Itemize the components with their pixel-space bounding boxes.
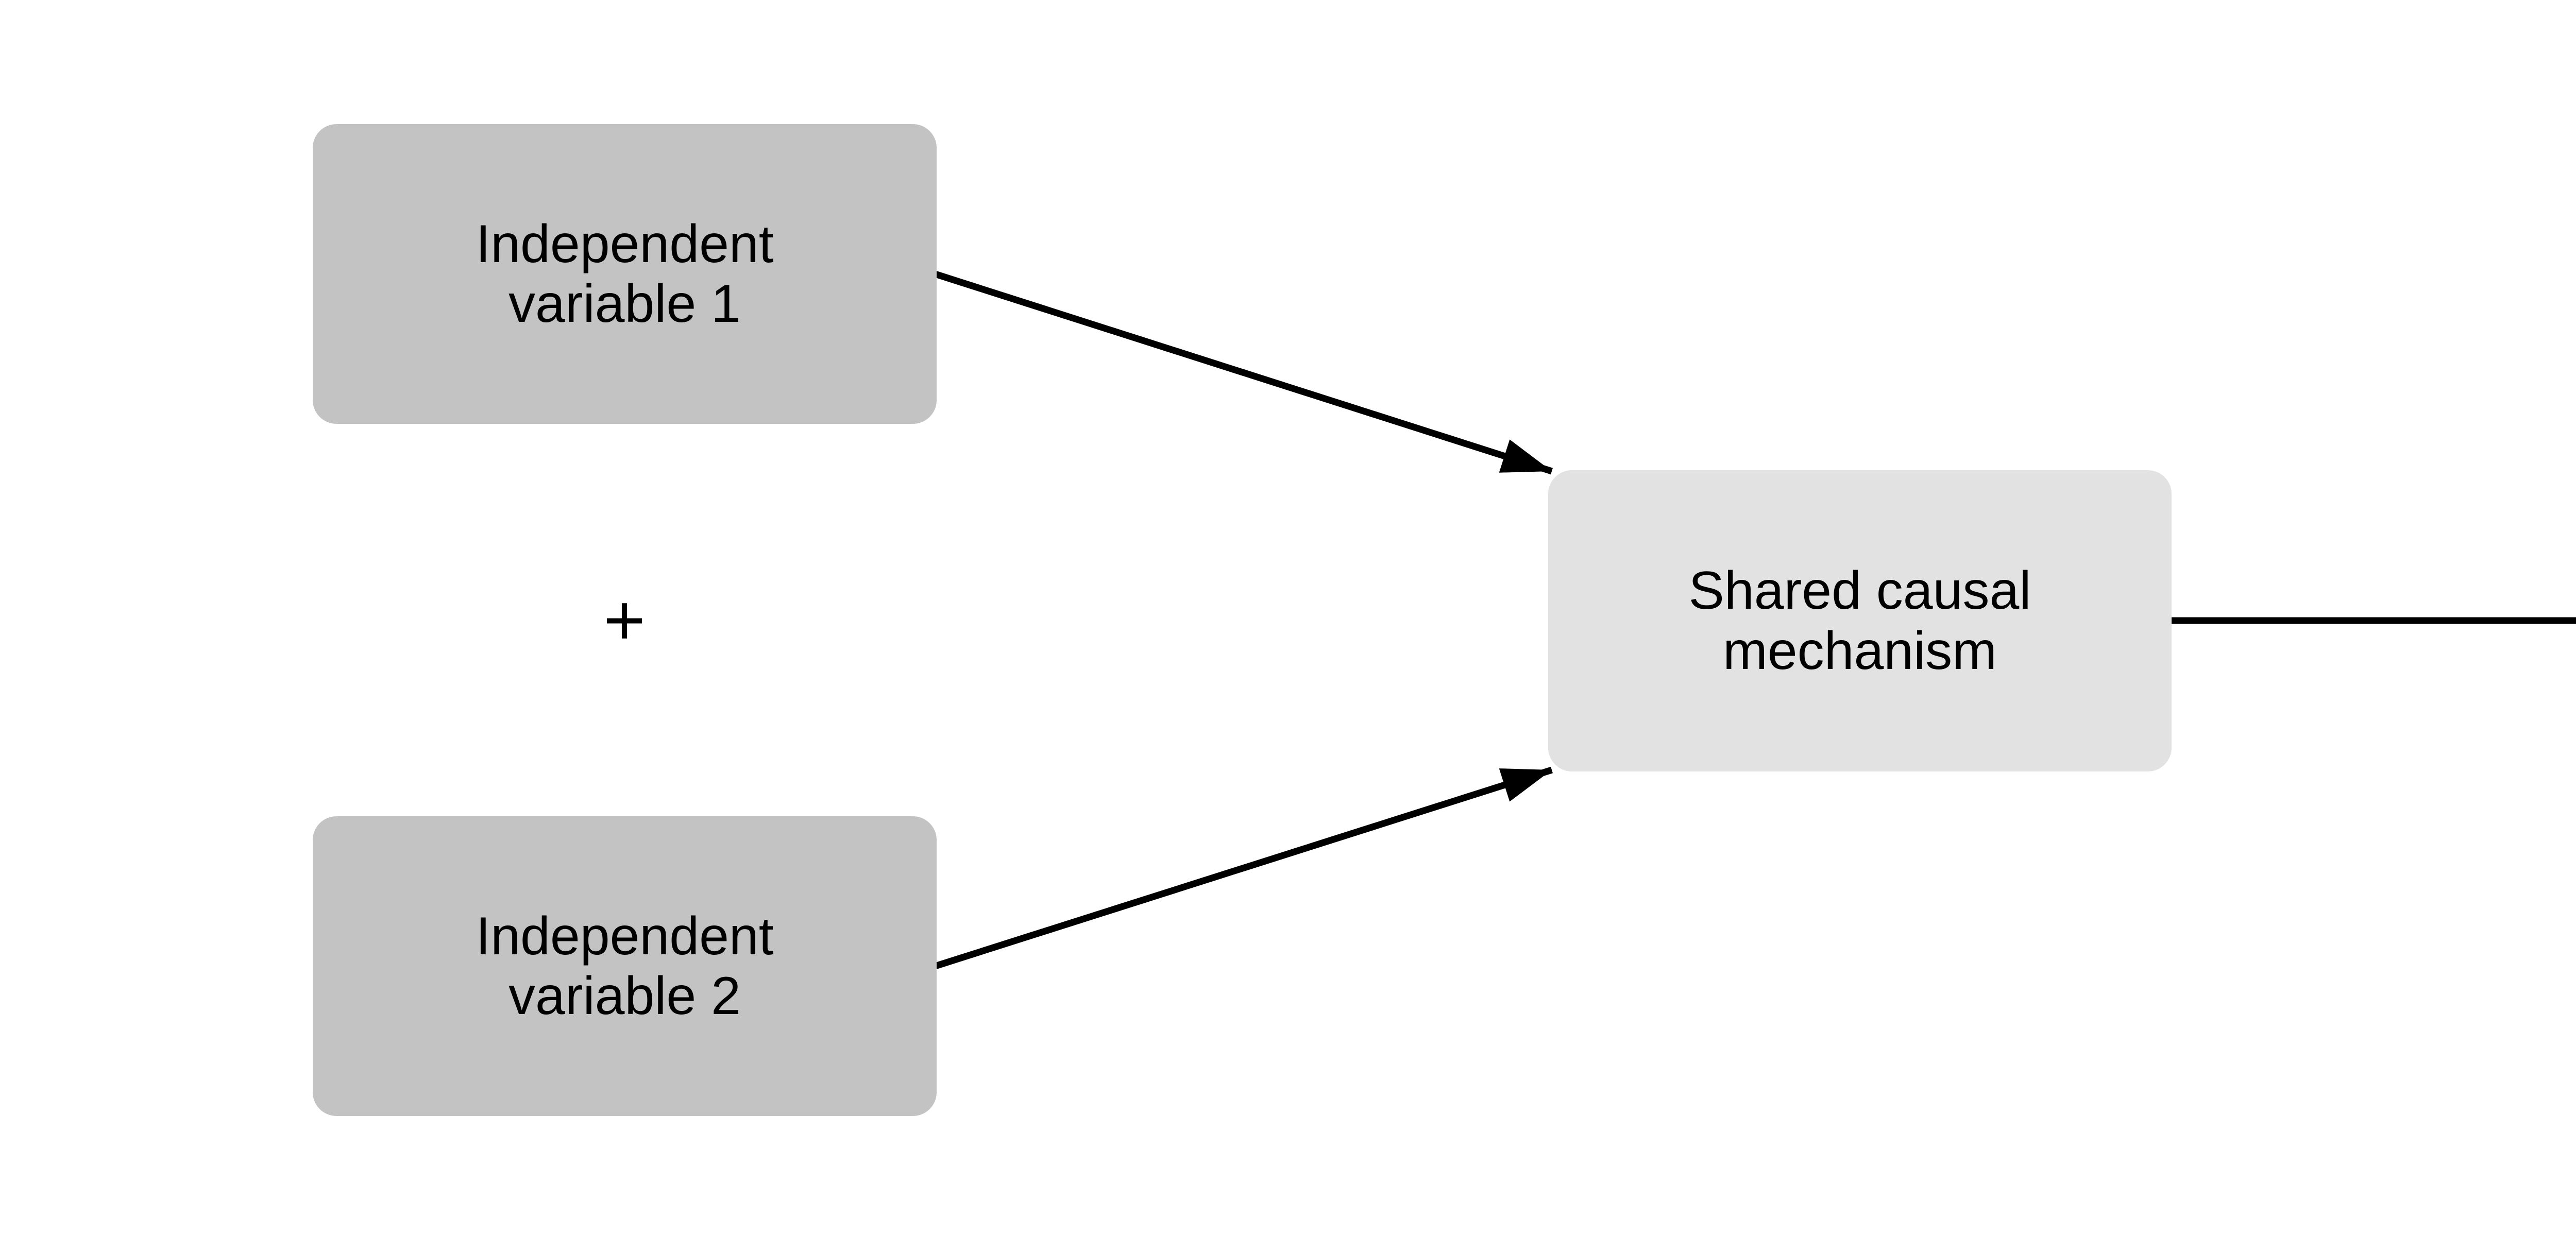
node-shared-causal-mechanism: Shared causal mechanism xyxy=(1548,470,2172,771)
node-label-line: variable 2 xyxy=(509,966,741,1026)
arrow-iv2-to-mechanism xyxy=(934,766,1553,970)
node-label-line: variable 1 xyxy=(509,274,741,334)
node-label-line: Independent xyxy=(476,906,774,966)
node-label-line: mechanism xyxy=(1723,621,1997,681)
arrow-iv1-to-mechanism xyxy=(934,270,1553,475)
node-label-line: Independent xyxy=(476,214,774,274)
node-independent-variable-2: Independent variable 2 xyxy=(313,816,937,1116)
node-independent-variable-1: Independent variable 1 xyxy=(313,124,937,424)
plus-operator: + xyxy=(603,579,646,660)
node-label-line: Shared causal xyxy=(1688,561,2031,621)
